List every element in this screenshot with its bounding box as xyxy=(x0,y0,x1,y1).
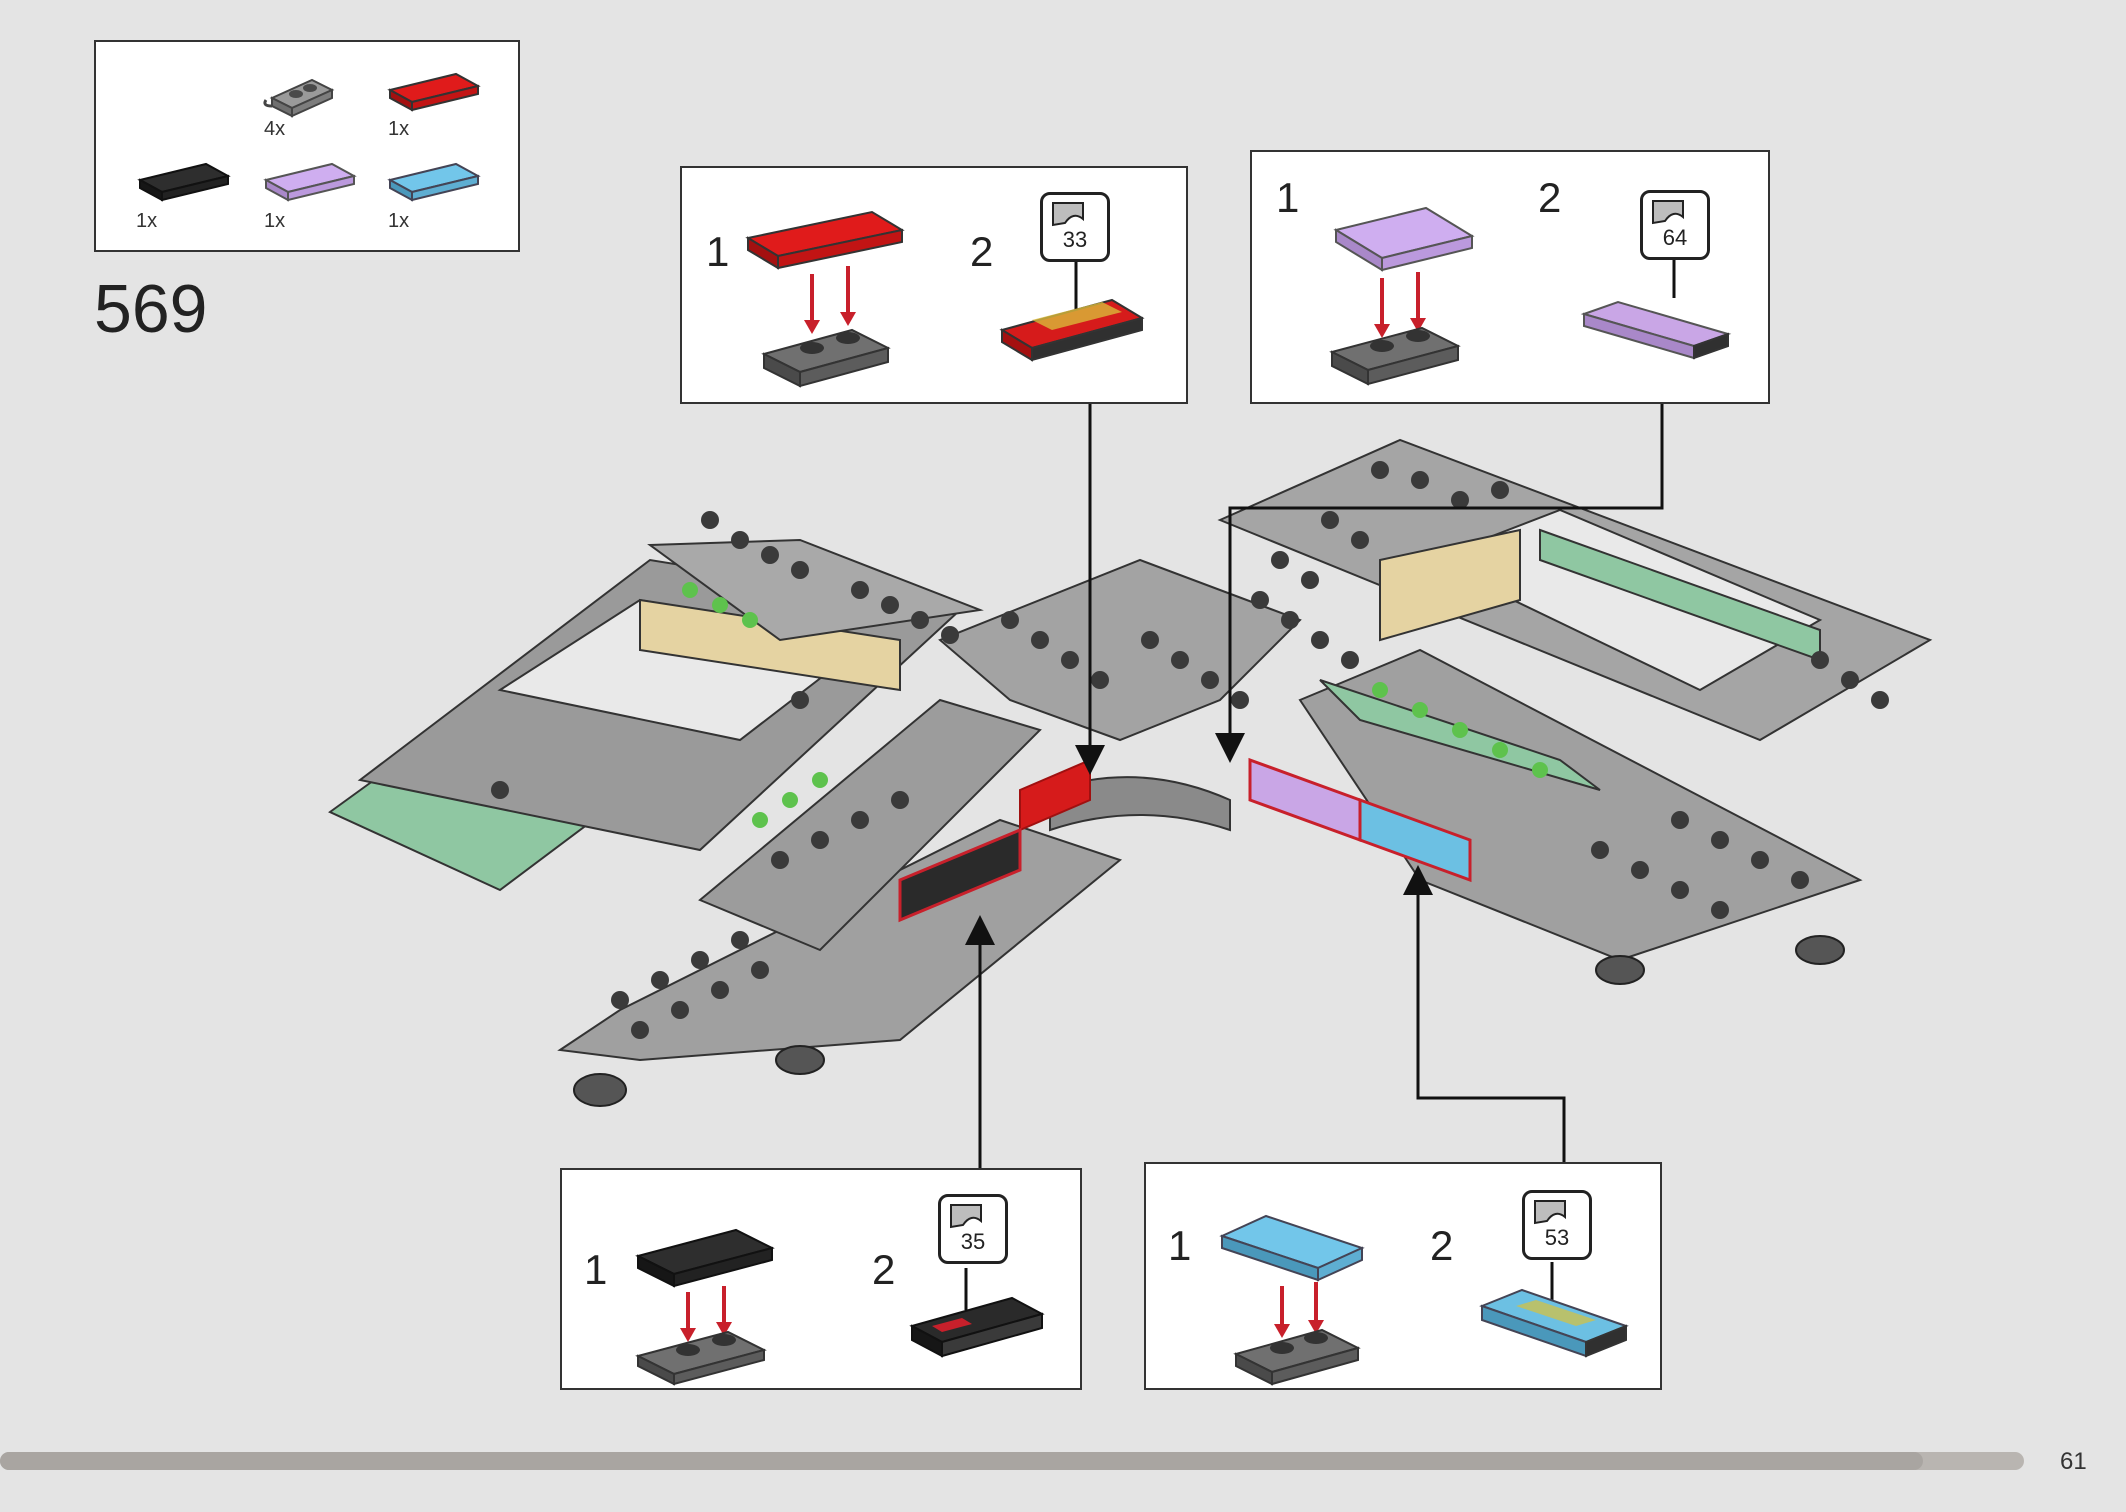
callout-step-1: 1 xyxy=(1168,1222,1192,1269)
lavender-tile-with-sticker-icon xyxy=(1580,260,1732,360)
part-qty: 1x xyxy=(388,118,410,140)
callout-step-1: 1 xyxy=(584,1246,608,1293)
callout-step-1: 1 xyxy=(706,228,730,275)
callout-step-2: 2 xyxy=(970,228,994,275)
installed-blue-tile xyxy=(1358,797,1472,883)
callout-blue-tile: 1 2 53 xyxy=(1144,1162,1662,1390)
caster-wheels xyxy=(573,935,1845,1107)
sticker-label: 64 xyxy=(1640,190,1710,260)
installed-red-tile xyxy=(1019,758,1091,832)
red-tile-with-sticker-icon xyxy=(999,262,1145,362)
connector-line xyxy=(1403,865,1566,1162)
light-blue-tile-icon xyxy=(1219,1214,1365,1386)
black-tile-with-sticker-icon xyxy=(909,1268,1045,1358)
red-tile-icon xyxy=(745,210,905,388)
page-progress-fill xyxy=(0,1452,1923,1470)
black-tile-icon xyxy=(635,1228,775,1386)
sticker-curl-icon xyxy=(1052,202,1084,227)
part-qty: 4x xyxy=(264,118,286,140)
lavender-tile-icon xyxy=(1329,206,1475,386)
sticker-curl-icon xyxy=(1534,1200,1566,1225)
callout-step-1: 1 xyxy=(1276,174,1300,221)
sticker-curl-icon xyxy=(950,1204,982,1229)
installed-lavender-tile xyxy=(1248,757,1362,843)
part-qty: 1x xyxy=(264,210,286,232)
green-studs xyxy=(682,582,1548,828)
parts-list-box: 4x 1x 1x 1x 1x xyxy=(94,40,520,252)
callout-black-tile: 1 2 35 xyxy=(560,1168,1082,1390)
studs xyxy=(491,461,1889,1039)
installed-black-tile xyxy=(898,827,1022,923)
lavender-tile-icon xyxy=(263,162,357,202)
black-tile-icon xyxy=(137,162,231,202)
part-qty: 1x xyxy=(388,210,410,232)
light-blue-tile-icon xyxy=(387,162,481,202)
gray-clip-plate-icon xyxy=(263,78,335,118)
connector-line xyxy=(1215,402,1664,763)
red-tile-icon xyxy=(387,72,481,112)
sticker-label: 35 xyxy=(938,1194,1008,1264)
page-progress-bar xyxy=(0,1452,2024,1470)
center-crossing xyxy=(938,558,1302,832)
light-blue-tile-with-sticker-icon xyxy=(1479,1262,1629,1358)
callout-step-2: 2 xyxy=(872,1246,896,1293)
page-number: 61 xyxy=(2060,1448,2087,1475)
step-number: 569 xyxy=(94,271,208,347)
callout-step-2: 2 xyxy=(1430,1222,1454,1269)
sticker-label: 33 xyxy=(1040,192,1110,262)
callout-step-2: 2 xyxy=(1538,174,1562,221)
part-qty: 1x xyxy=(136,210,158,232)
sticker-label: 53 xyxy=(1522,1190,1592,1260)
sticker-curl-icon xyxy=(1652,200,1684,225)
right-wing xyxy=(1217,438,1933,962)
callout-red-tile: 1 2 33 xyxy=(680,166,1188,404)
callout-lavender-tile: 1 2 64 xyxy=(1250,150,1770,404)
